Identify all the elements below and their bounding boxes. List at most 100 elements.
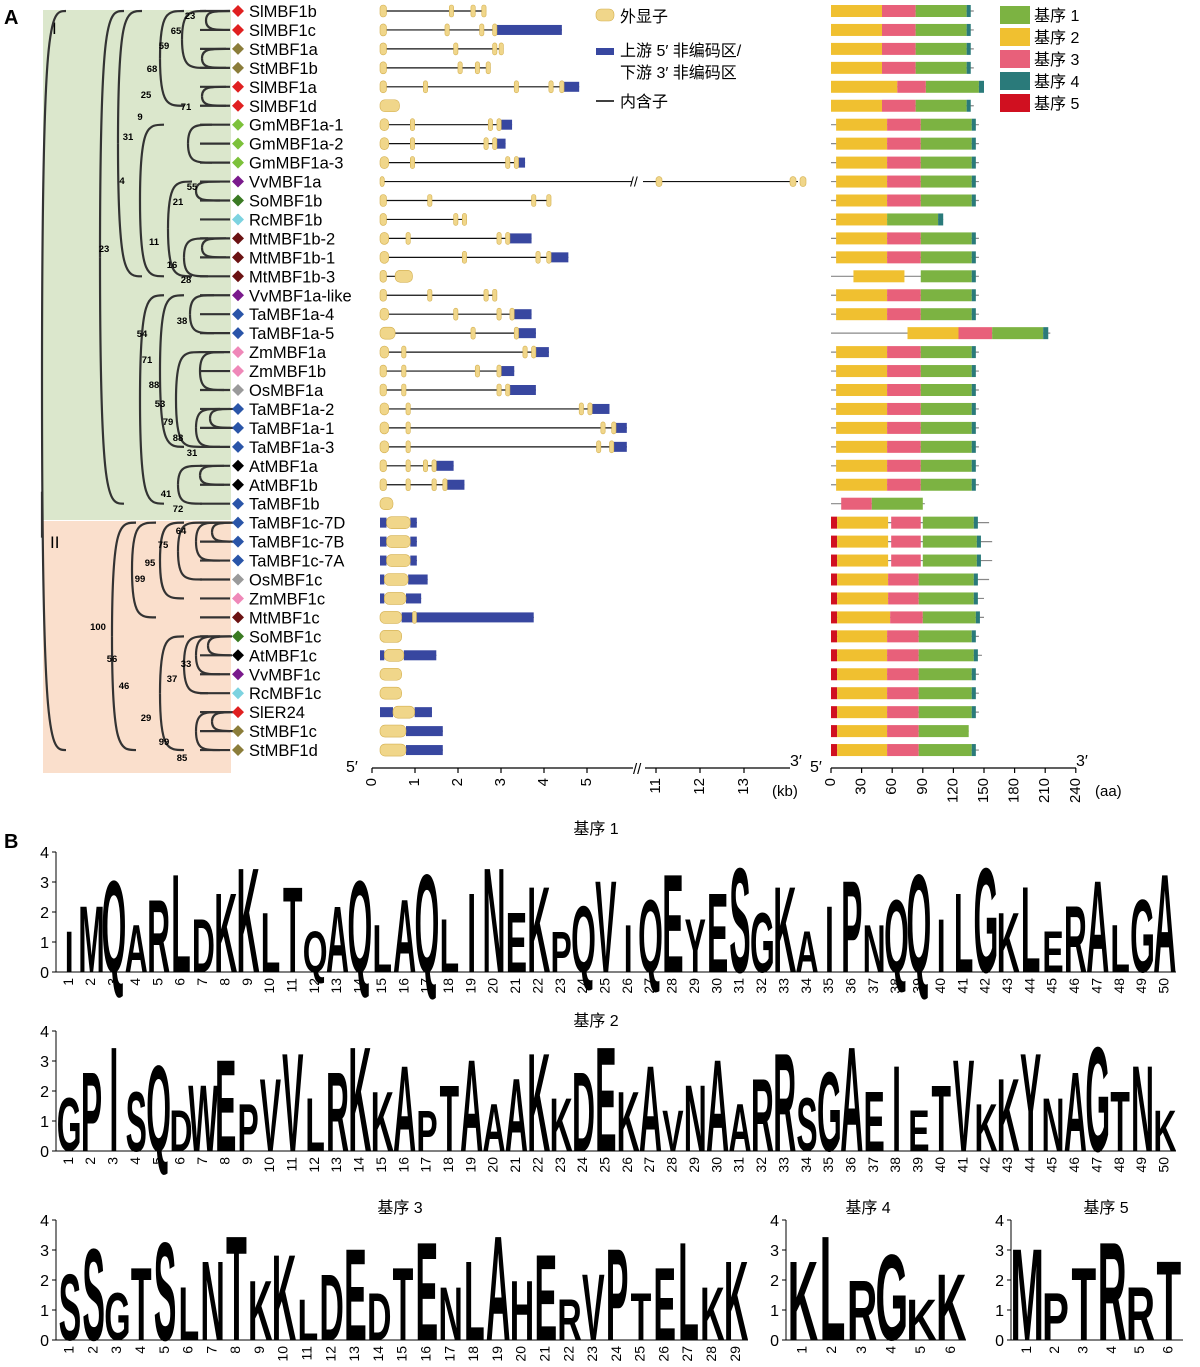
logo-letter: E — [653, 1247, 676, 1363]
utr-block — [380, 593, 385, 604]
logo-title: 基序 2 — [573, 1012, 618, 1030]
utr-legend-swatch — [596, 48, 614, 55]
logo-position-label: 24 — [574, 978, 590, 994]
exon-block — [505, 232, 511, 245]
gene-axis-tick-label: 12 — [691, 778, 708, 795]
gene-axis-tick-label: 13 — [735, 778, 752, 795]
logo-letter: E — [415, 1214, 438, 1367]
logo-letter: R — [326, 1049, 349, 1176]
motif-block — [971, 251, 976, 264]
logo-position-label: 38 — [887, 978, 903, 994]
exon-block — [392, 705, 415, 719]
axis-break-mark: // — [630, 174, 638, 190]
exon-block — [379, 137, 389, 150]
motif-legend-swatch — [1000, 50, 1030, 68]
tree-branch — [158, 560, 185, 600]
tree-branch — [130, 521, 157, 571]
species-diamond-icon — [232, 156, 244, 169]
exon-block — [422, 80, 428, 94]
logo-letter: S — [82, 1222, 105, 1367]
tree-branch — [138, 294, 165, 400]
motif-block — [837, 554, 889, 567]
tree-branch — [174, 351, 201, 400]
gene-label: SlMBF1a — [249, 79, 318, 97]
logo-letter: K — [617, 1074, 640, 1169]
logo-y-tick-label: 1 — [40, 935, 49, 952]
logo-position-label: 20 — [485, 978, 501, 994]
gene-label: AtMBF1a — [249, 458, 319, 476]
utr-legend-label-2: 下游 3′ 非编码区 — [620, 64, 737, 82]
logo-position-label: 36 — [842, 978, 858, 994]
logo-position-label: 5 — [156, 1346, 172, 1354]
exon-block — [492, 137, 498, 150]
tree-branch — [176, 464, 203, 485]
species-diamond-icon — [232, 5, 244, 17]
tree-branch — [158, 294, 185, 372]
exon-block — [505, 383, 511, 397]
logo-letter: K — [527, 861, 550, 998]
motif-legend-label: 基序 4 — [1034, 73, 1079, 91]
gene-label: SlMBF1c — [249, 22, 316, 40]
motif-block — [836, 346, 888, 359]
motif-block — [831, 554, 838, 567]
logo-letter: K — [550, 1083, 573, 1168]
motif-block — [887, 706, 919, 719]
logo-letter: Q — [347, 855, 372, 1001]
exon-block — [401, 383, 407, 397]
species-diamond-icon — [232, 194, 244, 207]
logo-position-label: 25 — [632, 1346, 648, 1362]
logo-position-label: 5 — [912, 1346, 928, 1354]
bootstrap-value: 29 — [141, 713, 152, 724]
logo-letter: A — [1153, 845, 1176, 1002]
bootstrap-value: 56 — [107, 654, 118, 665]
exon-block — [405, 232, 411, 245]
logo-position-label: 46 — [1066, 978, 1082, 994]
logo-letter: A — [1064, 1049, 1087, 1176]
logo-letter: V — [282, 1024, 303, 1181]
logo-letter: E — [595, 1015, 616, 1182]
exon-block — [487, 118, 493, 131]
motif-block — [831, 611, 838, 624]
logo-letter: M — [78, 886, 105, 992]
logo-letter: L — [464, 1237, 485, 1364]
exon-block — [379, 345, 389, 359]
utr-block — [405, 726, 443, 737]
utr-block — [401, 612, 413, 623]
logo-letter: T — [440, 1065, 459, 1171]
motif-block — [891, 535, 921, 548]
motif-block — [918, 744, 972, 757]
gene-axis-tick-label: 4 — [535, 778, 552, 786]
tree-branch — [158, 693, 185, 752]
logo-position-label: 10 — [275, 1346, 291, 1362]
gene-label: TaMBF1a-5 — [249, 325, 334, 343]
logo-letter: A — [483, 1091, 506, 1166]
logo-letter: S — [796, 1083, 817, 1168]
logo-position-label: 7 — [194, 978, 210, 986]
logo-position-label: 39 — [910, 978, 926, 994]
exon-block — [522, 345, 528, 359]
exon-block — [379, 80, 387, 94]
logo-letter: G — [57, 1083, 82, 1168]
motif-block — [871, 497, 923, 510]
species-diamond-icon — [232, 289, 244, 302]
logo-position-label: 16 — [395, 978, 411, 994]
exon-block — [379, 686, 402, 700]
gene-label: TaMBF1a-3 — [249, 439, 334, 457]
logo-letter: D — [169, 1099, 192, 1163]
exon-block — [483, 288, 489, 302]
logo-y-tick-label: 0 — [40, 965, 49, 982]
logo-position-label: 48 — [1111, 1157, 1127, 1173]
logo-position-label: 25 — [597, 978, 613, 994]
logo-letter: T — [1072, 1246, 1097, 1362]
logo-position-label: 2 — [84, 1346, 100, 1354]
bootstrap-value: 99 — [135, 574, 146, 585]
logo-letter: K — [788, 1239, 819, 1365]
logo-letter: L — [171, 845, 190, 1002]
logo-y-tick-label: 4 — [995, 1213, 1004, 1230]
logo-letter: T — [131, 1247, 152, 1363]
exon-block — [379, 194, 387, 207]
logo-letter: K — [272, 1230, 296, 1366]
motif-block — [897, 80, 926, 93]
motif-block — [971, 289, 976, 302]
logo-position-label: 50 — [1156, 1157, 1172, 1173]
